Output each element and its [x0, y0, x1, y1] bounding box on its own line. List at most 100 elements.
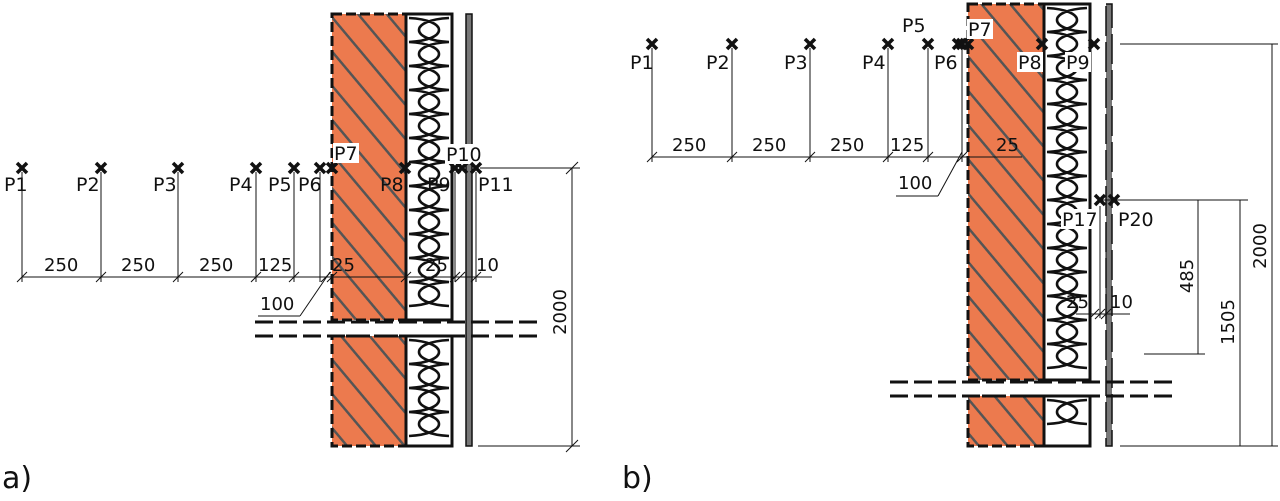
point-label-b-p8-bg	[1017, 52, 1043, 72]
dim-tick-b-3	[882, 151, 894, 163]
point-marker-a-p7	[325, 161, 339, 175]
point-marker-b-p5	[921, 37, 935, 51]
point-label-b-p20: P20	[1118, 209, 1154, 231]
dim-tick-a-0	[16, 271, 28, 283]
spacing-label-b-10-lower: 10	[1110, 292, 1133, 313]
offset-leader-a	[299, 271, 331, 317]
spacing-label-a-3: 125	[258, 255, 292, 276]
point-marker-a-p11	[469, 161, 483, 175]
height-tick-a-top	[565, 161, 579, 175]
spacing-label-b-3: 125	[890, 135, 924, 156]
dim-tick-b-lower-1	[1094, 308, 1106, 320]
spacing-label-a-2: 250	[199, 255, 233, 276]
spacing-label-a-4: 25	[332, 255, 355, 276]
dim-tick-a-2	[172, 271, 184, 283]
offset-dimension-b: 100	[898, 173, 932, 194]
point-label-a-p11: P11	[478, 174, 514, 196]
dim-tick-a-4	[288, 271, 300, 283]
point-marker-b-p1	[645, 37, 659, 51]
spacing-label-b-2: 250	[830, 135, 864, 156]
point-marker-b-p7	[961, 37, 975, 51]
point-label-b-p9: P9	[1066, 52, 1090, 74]
point-label-a-p9: P9	[427, 174, 451, 196]
point-marker-b-p4	[881, 37, 895, 51]
point-label-b-p1: P1	[630, 52, 654, 74]
dim-tick-a-7	[400, 271, 412, 283]
dim-tick-b-lower-2	[1100, 308, 1112, 320]
dim-tick-b-2	[804, 151, 816, 163]
dim-tick-a-10	[470, 271, 482, 283]
point-label-b-p2: P2	[706, 52, 730, 74]
point-marker-b-p3	[803, 37, 817, 51]
point-label-a-p4: P4	[229, 174, 253, 196]
spacing-label-a-5: 25	[425, 255, 448, 276]
point-label-b-p17: P17	[1062, 209, 1098, 231]
dim-tick-b-0	[646, 151, 658, 163]
spacing-dimensions-a: 250 250 250 125 25 25 10	[16, 255, 499, 283]
point-label-b-p20-bg	[1117, 209, 1154, 229]
point-marker-a-p8	[398, 161, 412, 175]
point-label-b-p4: P4	[862, 52, 886, 74]
point-label-b-p17-bg	[1061, 209, 1098, 229]
point-marker-a-p4	[249, 161, 263, 175]
point-label-b-p7-bg	[967, 19, 993, 39]
point-marker-a-p6	[313, 161, 327, 175]
point-label-a-p6: P6	[298, 174, 322, 196]
spacing-label-b-4: 25	[996, 135, 1019, 156]
point-label-b-p3: P3	[784, 52, 808, 74]
spacing-label-b-25-lower: 25	[1066, 292, 1089, 313]
point-marker-b-p8	[1035, 37, 1049, 51]
point-marker-b-p9	[1087, 37, 1101, 51]
point-marker-a-p10	[455, 161, 469, 175]
dim-tick-a-9	[454, 271, 466, 283]
insulation-pattern-a	[408, 16, 450, 438]
dim-tick-a-8	[449, 271, 461, 283]
point-marker-a-p2	[94, 161, 108, 175]
dim-tick-b-lower-0	[1088, 308, 1100, 320]
spacing-label-b-1: 250	[752, 135, 786, 156]
point-label-a-p3: P3	[153, 174, 177, 196]
panel-label-b: b)	[622, 461, 653, 496]
offset-dimension-a: 100	[260, 294, 294, 315]
point-marker-a-p3	[171, 161, 185, 175]
point-label-a-p7-bg	[333, 143, 359, 163]
point-marker-b-p6-extra	[951, 37, 965, 51]
point-label-b-p9-bg	[1065, 52, 1091, 72]
point-label-b-p5: P5	[902, 15, 926, 37]
point-marker-b-p2	[725, 37, 739, 51]
dim-tick-a-6	[326, 271, 338, 283]
masonry-layer-b-lower	[966, 394, 1046, 448]
spacing-label-a-6: 10	[476, 255, 499, 276]
dim-tick-b-4	[922, 151, 934, 163]
spacing-label-a-0: 250	[44, 255, 78, 276]
point-label-b-p6: P6	[934, 52, 958, 74]
point-marker-a-p1	[15, 161, 29, 175]
spacing-label-a-1: 250	[121, 255, 155, 276]
point-label-b-p7: P7	[968, 19, 992, 41]
dim-tick-b-1	[726, 151, 738, 163]
cladding-board-b	[1105, 3, 1113, 447]
point-label-b-p8: P8	[1018, 52, 1042, 74]
offset-leader-b	[937, 151, 963, 197]
spacing-label-b-0: 250	[672, 135, 706, 156]
point-marker-a-p5	[287, 161, 301, 175]
point-label-a-p5: P5	[268, 174, 292, 196]
point-label-a-p7: P7	[334, 143, 358, 165]
dim-tick-a-1	[95, 271, 107, 283]
point-label-a-p10-bg	[445, 144, 482, 164]
point-label-a-p2: P2	[76, 174, 100, 196]
point-label-a-p8: P8	[380, 174, 404, 196]
masonry-layer-a-lower	[330, 334, 408, 448]
spacing-dimensions-b: 250 250 250 125 25	[646, 135, 1019, 163]
height-dimension-b-1505: 1505	[1218, 299, 1239, 345]
dim-tick-a-3	[250, 271, 262, 283]
cladding-board-a	[465, 13, 473, 447]
height-dimension-b-485: 485	[1177, 259, 1198, 293]
height-dimension-b-2000: 2000	[1250, 223, 1271, 269]
